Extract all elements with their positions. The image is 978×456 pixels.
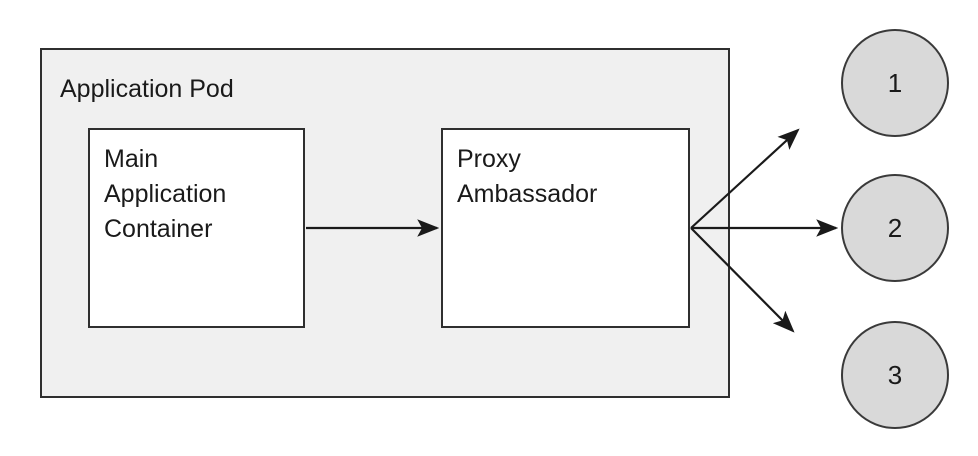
external-node-3-label: 3 — [887, 359, 903, 390]
external-node-3[interactable]: 3 — [841, 321, 949, 429]
external-node-2[interactable]: 2 — [841, 174, 949, 282]
external-node-1[interactable]: 1 — [841, 29, 949, 137]
application-pod-label: Application Pod — [60, 75, 234, 103]
main-application-container[interactable]: Main Application Container — [88, 128, 305, 328]
proxy-ambassador-label: Proxy Ambassador — [457, 145, 598, 208]
external-node-2-label: 2 — [887, 212, 903, 243]
external-node-1-label: 1 — [887, 67, 903, 98]
proxy-ambassador-container[interactable]: Proxy Ambassador — [441, 128, 690, 328]
main-application-container-label: Main Application Container — [104, 145, 227, 243]
